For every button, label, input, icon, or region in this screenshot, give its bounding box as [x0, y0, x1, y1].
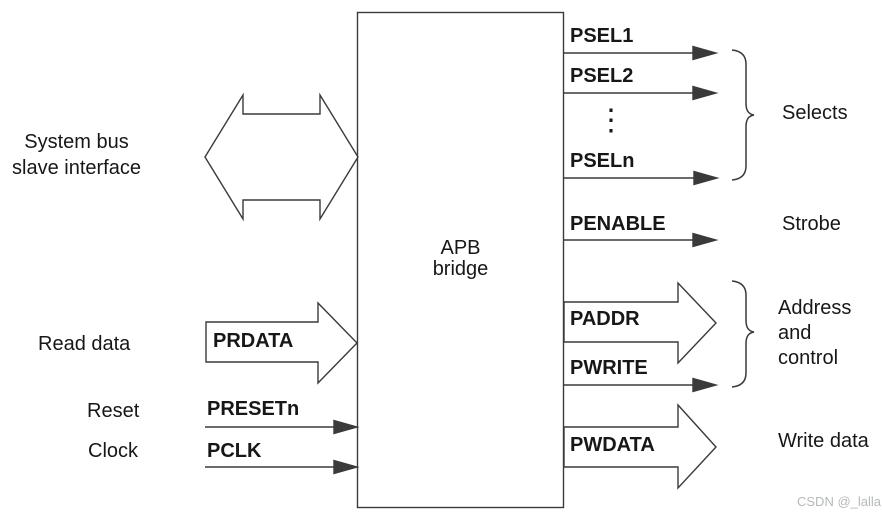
paddr-signal-label: PADDR [570, 308, 640, 330]
bridge-label-line1: APB [440, 237, 481, 259]
psel-vertical-ellipsis: ⋮ [596, 104, 626, 137]
system-bus-label-line1: System bus [24, 131, 129, 153]
read-data-label: Read data [38, 333, 131, 355]
strobe-label: Strobe [782, 213, 841, 235]
system-bus-double-arrow [204, 92, 359, 222]
selects-label: Selects [782, 102, 848, 124]
address-control-line1: Address [778, 297, 852, 319]
address-control-line2: and [778, 322, 812, 344]
bridge-box [356, 11, 565, 509]
psel2-arrow [564, 85, 719, 101]
address-brace [731, 280, 755, 388]
pwdata-signal-label: PWDATA [570, 434, 655, 456]
write-data-label: Write data [778, 430, 869, 452]
pclk-signal-label: PCLK [207, 440, 262, 462]
paddr-wide-arrow [563, 281, 717, 365]
clock-label: Clock [88, 440, 139, 462]
reset-label: Reset [87, 400, 140, 422]
prdata-signal-label: PRDATA [213, 330, 294, 352]
presetn-arrow [205, 419, 360, 435]
psel1-signal-label: PSEL1 [570, 25, 634, 47]
psel1-arrow [564, 45, 719, 61]
selects-brace [731, 49, 755, 181]
penable-signal-label: PENABLE [570, 213, 666, 235]
watermark: CSDN @_lalla [797, 494, 881, 509]
pseln-arrow [564, 170, 720, 186]
psel2-signal-label: PSEL2 [570, 65, 634, 87]
system-bus-label-line2: slave interface [12, 157, 141, 179]
bridge-label-line2: bridge [432, 258, 489, 280]
pwrite-arrow [564, 377, 719, 393]
prdata-wide-arrow [205, 301, 358, 385]
pseln-signal-label: PSELn [570, 150, 635, 172]
pwdata-wide-arrow [563, 403, 717, 490]
pwrite-signal-label: PWRITE [570, 357, 648, 379]
system-bus-label: System bus slave interface [4, 129, 149, 181]
pclk-arrow [205, 459, 360, 475]
address-control-line3: control [778, 347, 839, 369]
address-control-label: Address and control [778, 296, 851, 371]
bridge-label: APB bridge [357, 238, 564, 280]
presetn-signal-label: PRESETn [207, 398, 300, 420]
penable-arrow [564, 232, 719, 248]
